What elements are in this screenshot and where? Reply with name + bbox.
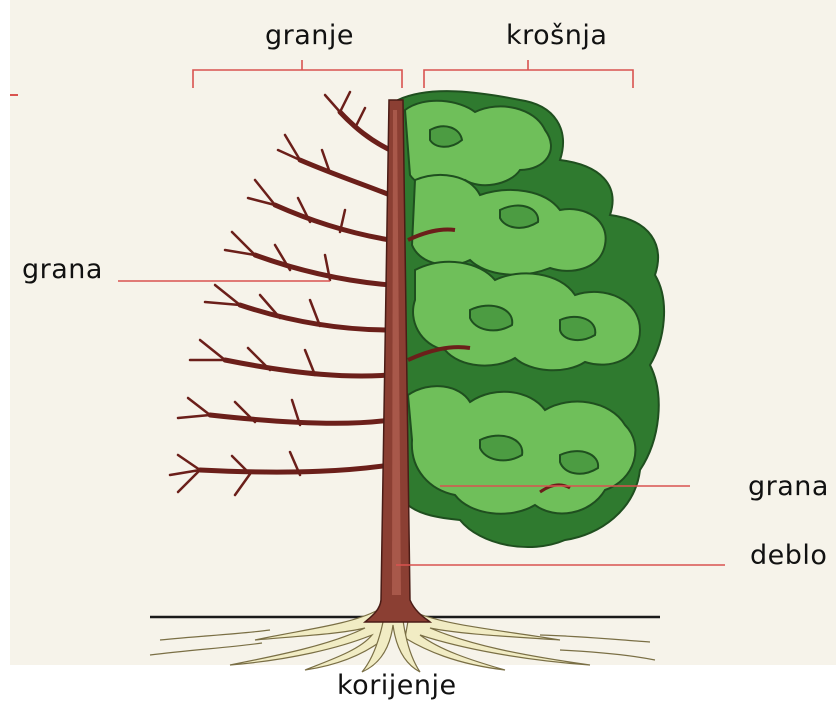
label-deblo: deblo	[750, 542, 827, 569]
label-krosnja: krošnja	[506, 22, 607, 49]
label-korijenje: korijenje	[337, 672, 457, 699]
label-grana-right: grana	[748, 473, 829, 500]
label-granje: granje	[265, 22, 354, 49]
label-grana-left: grana	[22, 256, 103, 283]
